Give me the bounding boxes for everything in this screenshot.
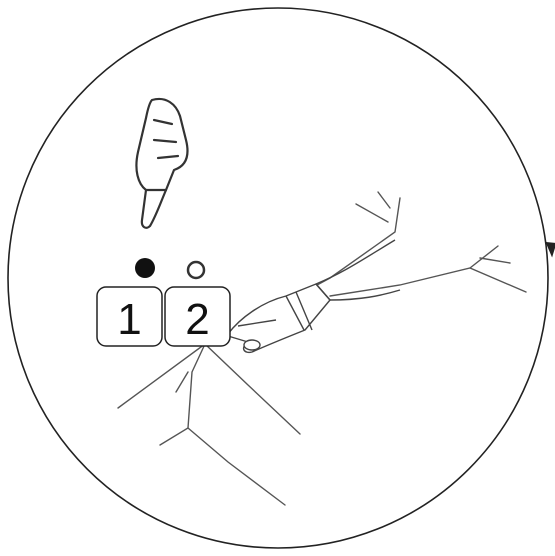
branch-drawing xyxy=(118,192,526,505)
circle-frame xyxy=(8,8,548,548)
key-button-1[interactable]: 1 xyxy=(97,287,162,346)
pointing-hand-icon xyxy=(136,99,187,228)
pressing-hand-icon xyxy=(228,240,400,352)
indicator-dot-2 xyxy=(188,262,204,278)
key-label-2: 2 xyxy=(185,295,209,344)
key-button-2[interactable]: 2 xyxy=(165,287,230,346)
key-label-1: 1 xyxy=(117,295,141,344)
indicator-dot-1 xyxy=(135,258,155,278)
